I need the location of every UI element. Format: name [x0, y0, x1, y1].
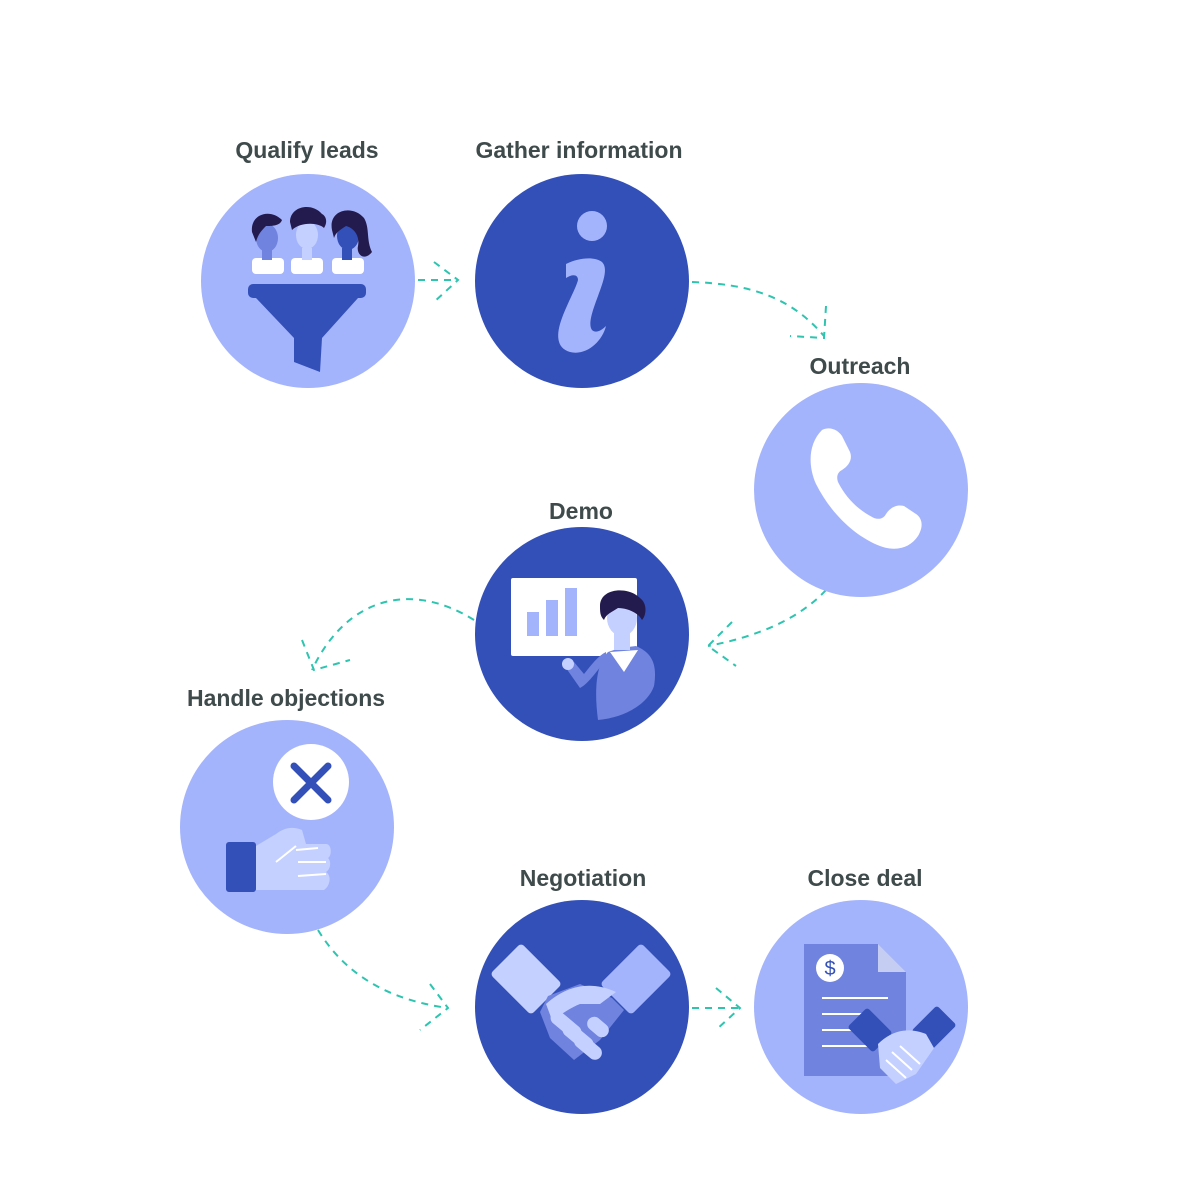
connector-objections-to-negotiation: [317, 929, 450, 1031]
step-label-close-deal: Close deal: [807, 865, 923, 891]
step-circle: [754, 383, 968, 597]
step-label-outreach: Outreach: [809, 353, 911, 379]
step-outreach: [754, 383, 968, 597]
step-handle-objections: [180, 720, 394, 934]
step-qualify-leads: [201, 174, 415, 388]
info-icon: [558, 211, 607, 353]
connector-outreach-to-demo: [706, 589, 827, 667]
connector-demo-to-objections: [301, 598, 475, 672]
presenter-chart-icon: [511, 578, 656, 720]
step-label-qualify-leads: Qualify leads: [235, 137, 379, 163]
phone-icon: [810, 428, 922, 549]
dollar-symbol: $: [824, 958, 835, 980]
thumbs-down-reject-icon: [226, 744, 349, 892]
step-circle: [180, 720, 394, 934]
step-close-deal: $: [754, 900, 968, 1114]
step-label-gather-information: Gather information: [475, 137, 683, 163]
connector-negotiation-to-close: [692, 987, 742, 1031]
contract-handshake-icon: $: [804, 944, 956, 1084]
step-label-handle-objections: Handle objections: [186, 685, 386, 711]
step-label-negotiation: Negotiation: [519, 865, 647, 891]
funnel-leads-icon: [248, 207, 372, 372]
handshake-icon: [491, 944, 671, 1060]
step-label-demo: Demo: [549, 498, 613, 524]
step-gather-information: [475, 174, 689, 388]
step-demo: [475, 527, 689, 741]
connector-gather-to-outreach: [691, 281, 827, 340]
step-negotiation: [475, 900, 689, 1114]
connector-qualify-to-gather: [418, 261, 460, 303]
